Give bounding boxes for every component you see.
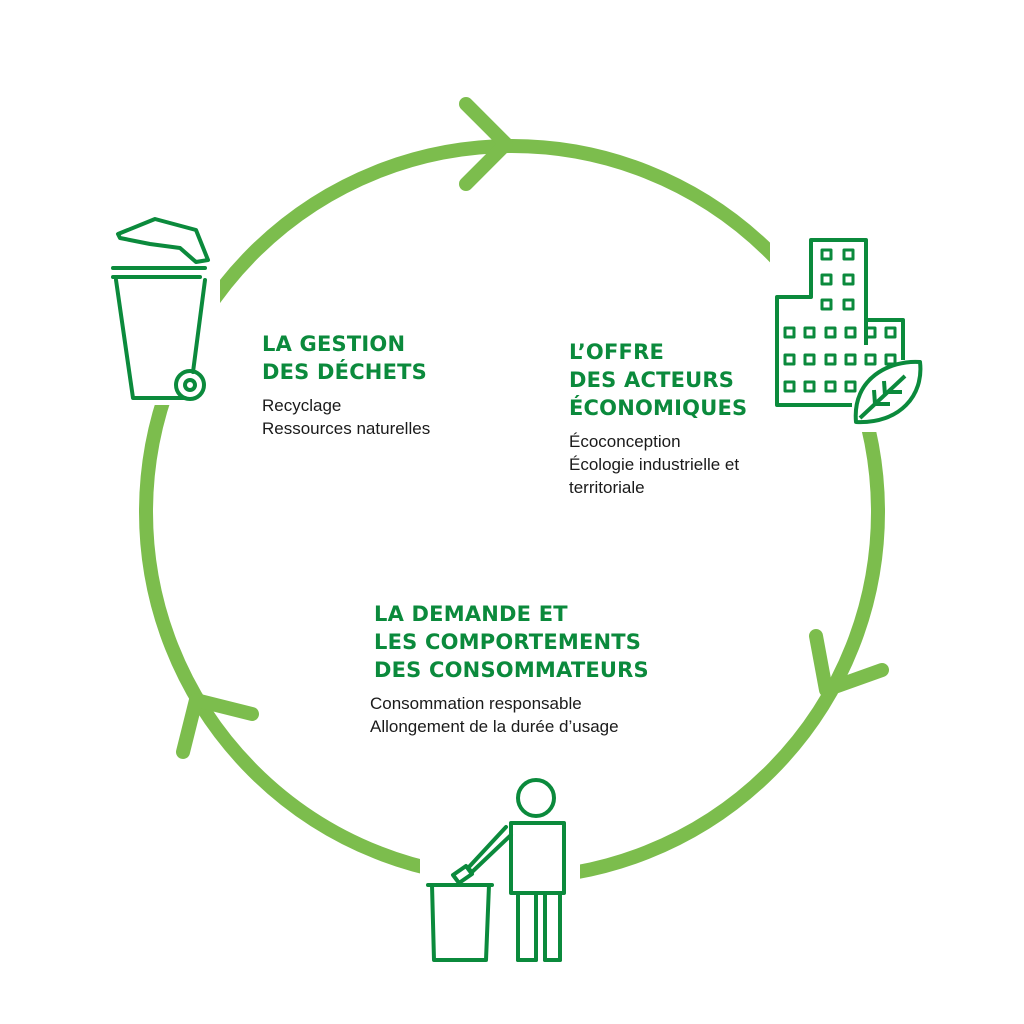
building-window [820, 273, 833, 286]
building-window [844, 326, 857, 339]
title-line: DES DÉCHETS [262, 360, 427, 384]
ring-gap-person [420, 770, 580, 970]
title-line: LA GESTION [262, 332, 406, 356]
building-window [803, 380, 816, 393]
title-line: ÉCONOMIQUES [569, 396, 748, 420]
trash-bin-icon [111, 217, 210, 401]
node-item: Consommation responsable [370, 694, 582, 713]
title-line: DES CONSOMMATEURS [374, 658, 649, 682]
node-item: territoriale [569, 478, 645, 497]
node-item: Écologie industrielle et [569, 455, 740, 474]
node-title: LA GESTION DES DÉCHETS [262, 330, 430, 386]
node-items: Recyclage Ressources naturelles [262, 394, 430, 440]
node-title: LA DEMANDE ET LES COMPORTEMENTS DES CONS… [374, 600, 649, 684]
node-item: Recyclage [262, 396, 342, 415]
node-consumer-demand: LA DEMANDE ET LES COMPORTEMENTS DES CONS… [370, 600, 649, 738]
node-title: L’OFFRE DES ACTEURS ÉCONOMIQUES [569, 338, 747, 422]
building-window [884, 353, 897, 366]
building-window [783, 353, 796, 366]
building-window [844, 353, 857, 366]
building-window [820, 298, 833, 311]
building-window [842, 298, 855, 311]
node-items: Écoconception Écologie industrielle et t… [569, 430, 747, 499]
node-economic-actors: L’OFFRE DES ACTEURS ÉCONOMIQUES Écoconce… [569, 338, 747, 499]
building-window [783, 380, 796, 393]
building-window [842, 248, 855, 261]
building-window [803, 353, 816, 366]
building-window [842, 273, 855, 286]
title-line: LES COMPORTEMENTS [374, 630, 642, 654]
building-leaf-icon [775, 238, 923, 425]
person-recycling-icon [426, 778, 566, 962]
building-window [783, 326, 796, 339]
node-item: Écoconception [569, 432, 681, 451]
building-window [844, 380, 857, 393]
building-window [824, 353, 837, 366]
node-item: Ressources naturelles [262, 419, 431, 438]
node-items: Consommation responsable Allongement de … [370, 692, 649, 738]
cycle-ring [139, 139, 885, 885]
building-window [864, 353, 877, 366]
node-item: Allongement de la durée d’usage [370, 717, 619, 736]
title-line: DES ACTEURS [569, 368, 735, 392]
arrow-left-icon [176, 693, 259, 759]
node-waste-management: LA GESTION DES DÉCHETS Recyclage Ressour… [262, 330, 430, 440]
arrow-right-icon [809, 629, 889, 697]
building-window [820, 248, 833, 261]
building-window [824, 380, 837, 393]
title-line: L’OFFRE [569, 340, 664, 364]
title-line: LA DEMANDE ET [374, 602, 568, 626]
building-window [824, 326, 837, 339]
arrow-top-icon [459, 97, 513, 191]
building-window [864, 326, 877, 339]
building-window [803, 326, 816, 339]
building-window [884, 326, 897, 339]
